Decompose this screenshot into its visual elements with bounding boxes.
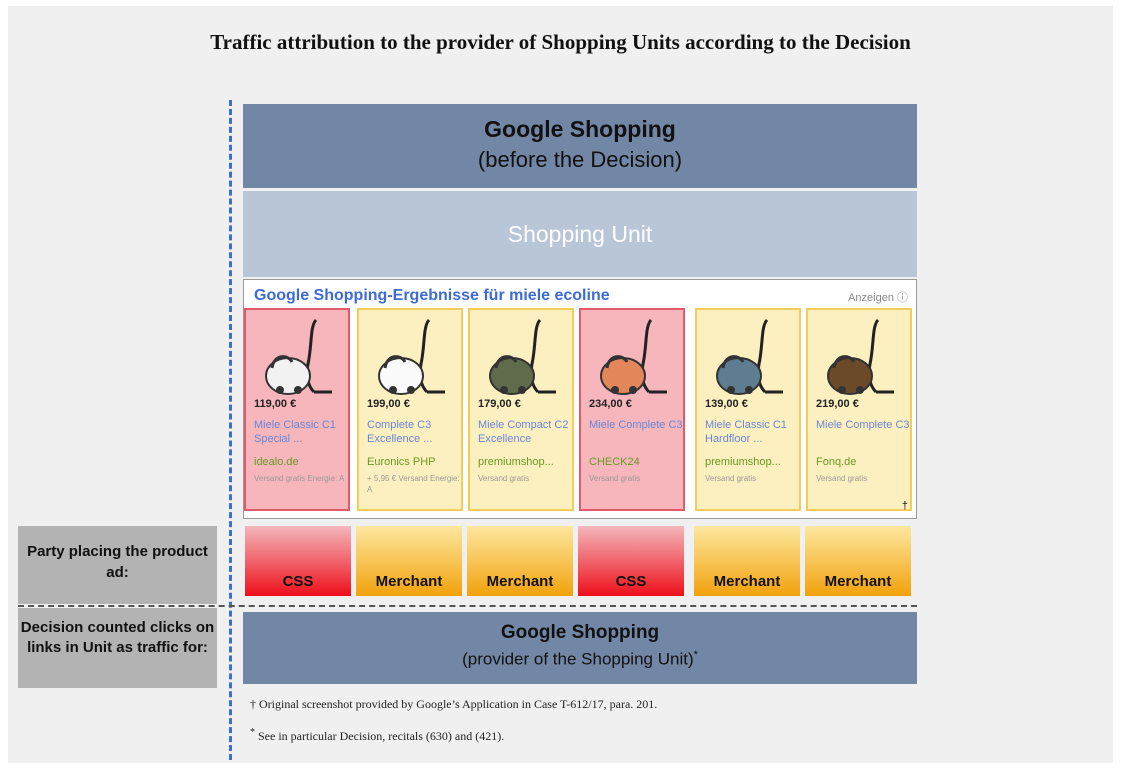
product-name[interactable]: Miele Classic C1 Special ...	[254, 419, 336, 445]
vacuum-cleaner-image	[716, 318, 783, 395]
product-name[interactable]: Miele Complete C3	[589, 419, 683, 431]
css-party-cell: CSS	[245, 526, 351, 596]
party-cell-label: CSS	[615, 573, 647, 590]
product-name[interactable]: Miele Classic C1 Hardfloor ...	[705, 419, 787, 445]
party-label: Party placing the product ad:	[27, 543, 208, 581]
vacuum-cleaner-image	[827, 318, 894, 395]
shipping-info: Versand gratis	[705, 474, 757, 483]
shop-name[interactable]: idealo.de	[254, 456, 299, 468]
asterisk-mark: *	[693, 649, 698, 661]
shipping-info: Versand gratis	[816, 474, 868, 483]
product-name[interactable]: Complete C3 Excellence ...	[367, 419, 433, 445]
footnote-asterisk-mark: *	[250, 727, 255, 738]
product-card[interactable]: 199,00 € Complete C3 Excellence ... Euroni…	[357, 308, 463, 511]
footnote-asterisk-text: See in particular Decision, recitals (63…	[255, 729, 505, 743]
vacuum-cleaner-image	[265, 318, 332, 395]
shipping-info: + 5,95 € Versand Energie: A	[367, 474, 460, 494]
product-name[interactable]: Miele Complete C3	[816, 419, 910, 431]
shipping-info: Versand gratis	[589, 474, 641, 483]
party-cell-label: Merchant	[824, 573, 892, 590]
product-card[interactable]: 139,00 € Miele Classic C1 Hardfloor ... pr…	[695, 308, 801, 511]
decision-label-box: Decision counted clicks on links in Unit…	[18, 608, 217, 688]
results-title: Google Shopping-Ergebnisse für miele eco…	[254, 287, 610, 304]
party-label-box: Party placing the product ad:	[18, 526, 217, 604]
product-price: 219,00 €	[816, 398, 859, 410]
vacuum-cleaner-image	[600, 318, 667, 395]
header-line2: (before the Decision)	[477, 147, 683, 172]
google-shopping-header: Google Shopping (before the Decision)	[243, 104, 917, 188]
product-card[interactable]: 179,00 € Miele Compact C2 Excellence premi…	[468, 308, 574, 511]
product-card[interactable]: 119,00 € Miele Classic C1 Special ... idea…	[244, 308, 350, 511]
party-cell-label: Merchant	[375, 573, 443, 590]
party-cell-label: Merchant	[713, 573, 781, 590]
footnote-asterisk: * See in particular Decision, recitals (…	[250, 727, 504, 744]
shopping-unit-band: Shopping Unit	[243, 191, 917, 277]
shop-name[interactable]: Euronics PHP	[367, 456, 436, 468]
product-name[interactable]: Miele Compact C2 Excellence	[478, 419, 569, 445]
product-price: 234,00 €	[589, 398, 632, 410]
provider-line2-text: (provider of the Shopping Unit)	[462, 649, 694, 669]
product-price: 119,00 €	[254, 398, 297, 410]
product-price: 139,00 €	[705, 398, 748, 410]
diagram-title: Traffic attribution to the provider of S…	[210, 30, 911, 54]
shop-name[interactable]: premiumshop...	[705, 456, 781, 468]
product-price: 179,00 €	[478, 398, 521, 410]
product-price: 199,00 €	[367, 398, 410, 410]
merchant-party-cell: Merchant	[694, 526, 800, 596]
shop-name[interactable]: Fonq.de	[816, 456, 857, 468]
css-party-cell: CSS	[578, 526, 684, 596]
vacuum-cleaner-image	[489, 318, 556, 395]
party-cell-label: CSS	[282, 573, 314, 590]
decision-label: Decision counted clicks on links in Unit…	[20, 619, 215, 656]
merchant-party-cell: Merchant	[805, 526, 911, 596]
merchant-party-cell: Merchant	[467, 526, 573, 596]
shipping-info: Versand gratis Energie: A	[254, 474, 345, 483]
ads-label: Anzeigen ⓘ	[848, 292, 908, 304]
shipping-info: Versand gratis	[478, 474, 530, 483]
party-cell-label: Merchant	[486, 573, 554, 590]
vertical-dashed-divider	[229, 100, 232, 760]
header-line1: Google Shopping	[484, 116, 676, 142]
shopping-results-screenshot: Google Shopping-Ergebnisse für miele eco…	[243, 279, 917, 519]
shop-name[interactable]: CHECK24	[589, 456, 640, 468]
footnote-dagger: † Original screenshot provided by Google…	[250, 697, 658, 711]
dagger-mark: †	[901, 500, 908, 512]
shop-name[interactable]: premiumshop...	[478, 456, 554, 468]
provider-line1: Google Shopping	[500, 622, 660, 643]
horizontal-dashed-divider	[18, 605, 917, 607]
google-shopping-provider-box: Google Shopping (provider of the Shoppin…	[243, 612, 917, 684]
vacuum-cleaner-image	[378, 318, 445, 395]
provider-line2: (provider of the Shopping Unit)*	[243, 649, 917, 670]
merchant-party-cell: Merchant	[356, 526, 462, 596]
